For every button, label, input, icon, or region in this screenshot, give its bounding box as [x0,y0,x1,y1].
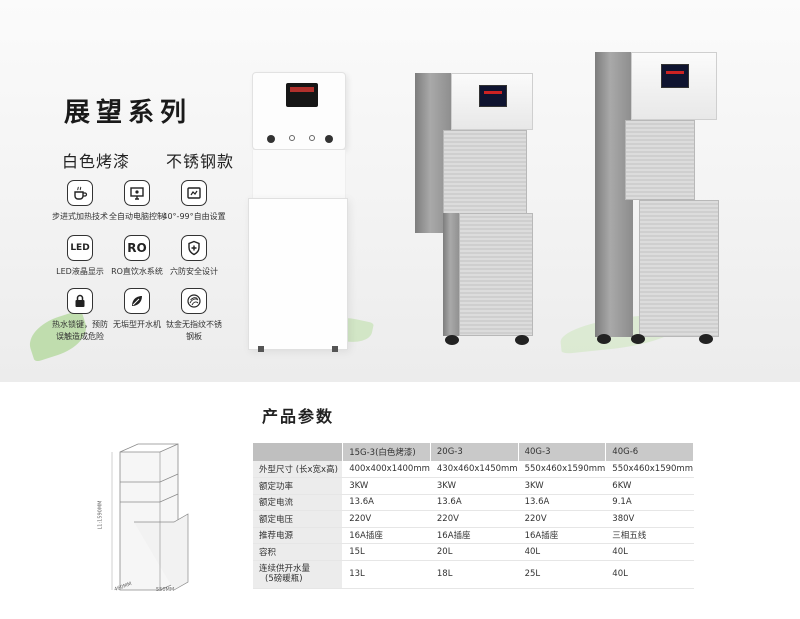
row-label: 连续供开水量 [259,564,311,574]
table-cell: 13.6A [342,494,431,511]
row-label-multiline: 连续供开水量 (5磅暖瓶) [253,560,344,589]
row-label: 外型尺寸 (长x宽x高) [253,461,344,478]
table-cell: 9.1A [605,494,694,511]
feature-label: RO直饮水系统 [111,267,163,276]
series-title: 展望系列 [64,98,193,128]
table-cell: 40L [605,543,694,561]
table-cell: 220V [342,510,431,528]
row-label: 容积 [253,543,344,561]
feature-label: 六防安全设计 [170,267,218,276]
row-label: 额定功率 [253,477,344,495]
row-label-sub: (5磅暖瓶) [265,574,303,584]
row-label: 推荐电源 [253,527,344,544]
table-header-cell: 20G-3 [430,443,519,461]
table-cell: 380V [605,510,694,528]
width-dimension-label: 550MM [156,587,175,593]
table-cell: 220V [430,510,519,528]
table-cell: 550x460x1590mm [518,461,607,478]
table-header-cell [253,443,344,461]
feature-anti-fingerprint: 钛金无指纹不锈钢板 [149,288,239,343]
table-cell: 18L [430,560,519,589]
table-row: 推荐电源 16A插座 16A插座 16A插座 三相五线 [253,527,694,544]
steel-dispenser-6tap-image [595,52,720,352]
table-cell: 16A插座 [430,527,519,544]
feature-temperature-setting: 40°-99°自由设置 [149,180,239,223]
table-cell: 13.6A [518,494,607,511]
feature-step-heating: 步进式加热技术 [35,180,125,223]
table-header-cell: 40G-3 [518,443,607,461]
feature-hot-water-lock: 热水锁键，预防误触造成危险 [35,288,125,343]
table-cell: 40L [605,560,694,589]
table-cell: 16A插座 [518,527,607,544]
height-dimension-label: L1:1590MM [97,500,104,530]
table-cell: 220V [518,510,607,528]
table-header-cell: 15G-3(白色烤漆) [342,443,431,461]
table-row: 额定电流 13.6A 13.6A 13.6A 9.1A [253,494,694,511]
feature-label: 全自动电脑控制 [109,212,165,221]
feature-label: 无垢型开水机 [113,320,161,329]
table-cell: 430x460x1450mm [430,461,519,478]
ro-icon: RO [124,235,150,261]
feature-label: 40°-99°自由设置 [162,212,226,221]
anti-fingerprint-icon [181,288,207,314]
table-row: 额定功率 3KW 3KW 3KW 6KW [253,477,694,495]
dimension-sketch: L1:1590MM 460MM 550MM [97,442,210,597]
leaf-icon [124,288,150,314]
led-icon: LED [67,235,93,261]
table-row: 额定电压 220V 220V 220V 380V [253,510,694,528]
feature-ro-system: RO RO直饮水系统 [92,235,182,278]
steel-dispenser-3tap-image [415,73,535,353]
table-header-cell: 40G-6 [605,443,694,461]
table-header-row: 15G-3(白色烤漆) 20G-3 40G-3 40G-6 [253,443,694,461]
params-title: 产品参数 [262,407,335,426]
table-row: 连续供开水量 (5磅暖瓶) 13L 18L 25L 40L [253,560,694,589]
row-label: 额定电流 [253,494,344,511]
feature-label: 钛金无指纹不锈钢板 [166,320,222,341]
finish-white-label: 白色烤漆 [62,152,131,171]
feature-safety-design: 六防安全设计 [149,235,239,278]
table-cell: 40L [518,543,607,561]
table-cell: 13L [342,560,431,589]
table-cell: 3KW [430,477,519,495]
table-cell: 3KW [518,477,607,495]
feature-label: LED液晶显示 [56,267,104,276]
feature-label: 热水锁键，预防误触造成危险 [52,320,108,341]
table-cell: 20L [430,543,519,561]
shield-plus-icon [181,235,207,261]
lock-icon [67,288,93,314]
hero-banner: 展望系列 白色烤漆 不锈钢款 步进式加热技术 全自动电脑控制 40°-99°自由… [0,0,800,382]
feature-scale-free: 无垢型开水机 [92,288,182,331]
table-cell: 三相五线 [605,527,694,544]
finish-steel-label: 不锈钢款 [166,152,235,171]
table-cell: 16A插座 [342,527,431,544]
table-cell: 25L [518,560,607,589]
table-cell: 550x460x1590mm [605,461,694,478]
coffee-cup-icon [67,180,93,206]
feature-auto-control: 全自动电脑控制 [92,180,182,223]
table-cell: 400x400x1400mm [342,461,431,478]
row-label: 额定电压 [253,510,344,528]
monitor-icon [124,180,150,206]
feature-label: 步进式加热技术 [52,212,108,221]
table-row: 外型尺寸 (长x宽x高) 400x400x1400mm 430x460x1450… [253,461,694,478]
table-cell: 15L [342,543,431,561]
table-cell: 6KW [605,477,694,495]
params-table: 15G-3(白色烤漆) 20G-3 40G-3 40G-6 外型尺寸 (长x宽x… [253,443,694,589]
table-cell: 13.6A [430,494,519,511]
white-dispenser-image [248,72,348,352]
temperature-screen-icon [181,180,207,206]
table-row: 容积 15L 20L 40L 40L [253,543,694,561]
table-cell: 3KW [342,477,431,495]
feature-led-display: LED LED液晶显示 [35,235,125,278]
